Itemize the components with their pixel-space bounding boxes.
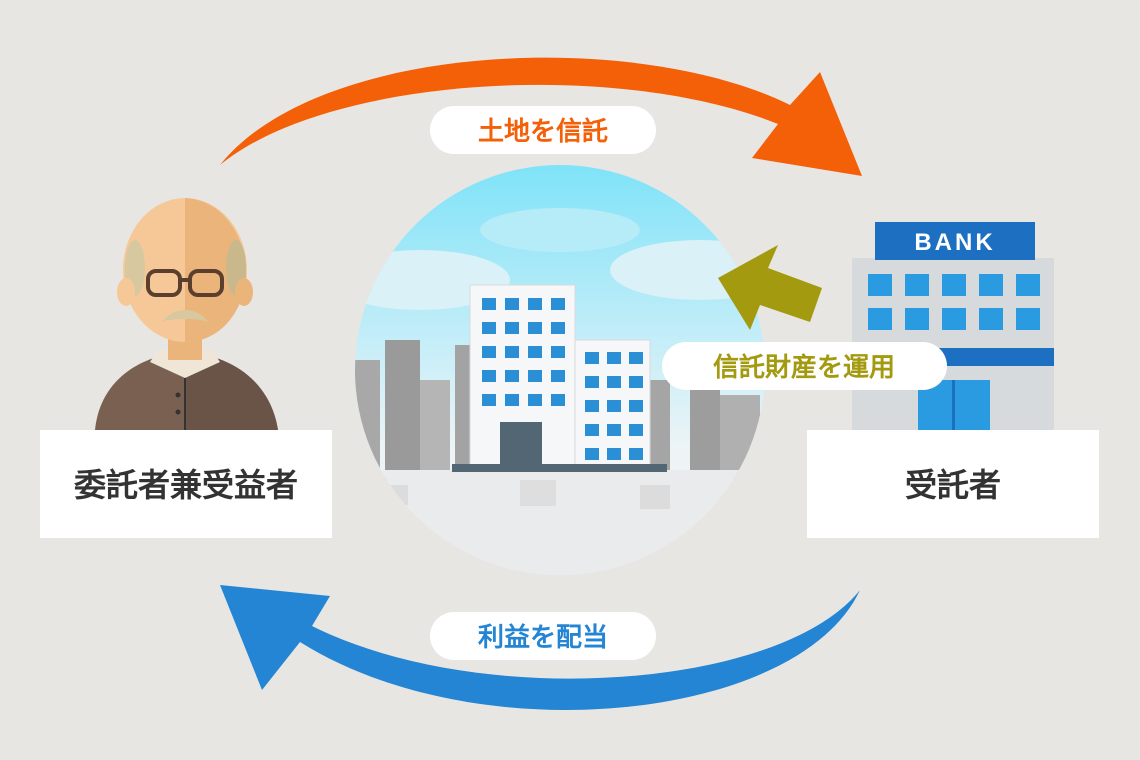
distribute-profit-label: 利益を配当 (478, 623, 608, 653)
manage-arrow (718, 245, 822, 330)
distribute-profit-pill: 利益を配当 (430, 612, 656, 660)
bank-sign-text: BANK (914, 229, 995, 256)
trustee-label: 受託者 (905, 466, 1001, 504)
entrust-land-pill: 土地を信託 (430, 106, 656, 154)
elderly-man-illustration (95, 198, 278, 430)
settlor-box: 委託者兼受益者 (40, 430, 332, 538)
manage-assets-pill: 信託財産を運用 (662, 342, 947, 390)
trustee-box: 受託者 (807, 430, 1099, 538)
bank-building: BANK (852, 222, 1054, 433)
settlor-beneficiary-label: 委託者兼受益者 (74, 466, 298, 504)
manage-assets-label: 信託財産を運用 (713, 352, 895, 383)
profit-arrow (220, 585, 860, 711)
entrust-land-label: 土地を信託 (478, 116, 608, 147)
entrust-arrow (220, 57, 862, 176)
